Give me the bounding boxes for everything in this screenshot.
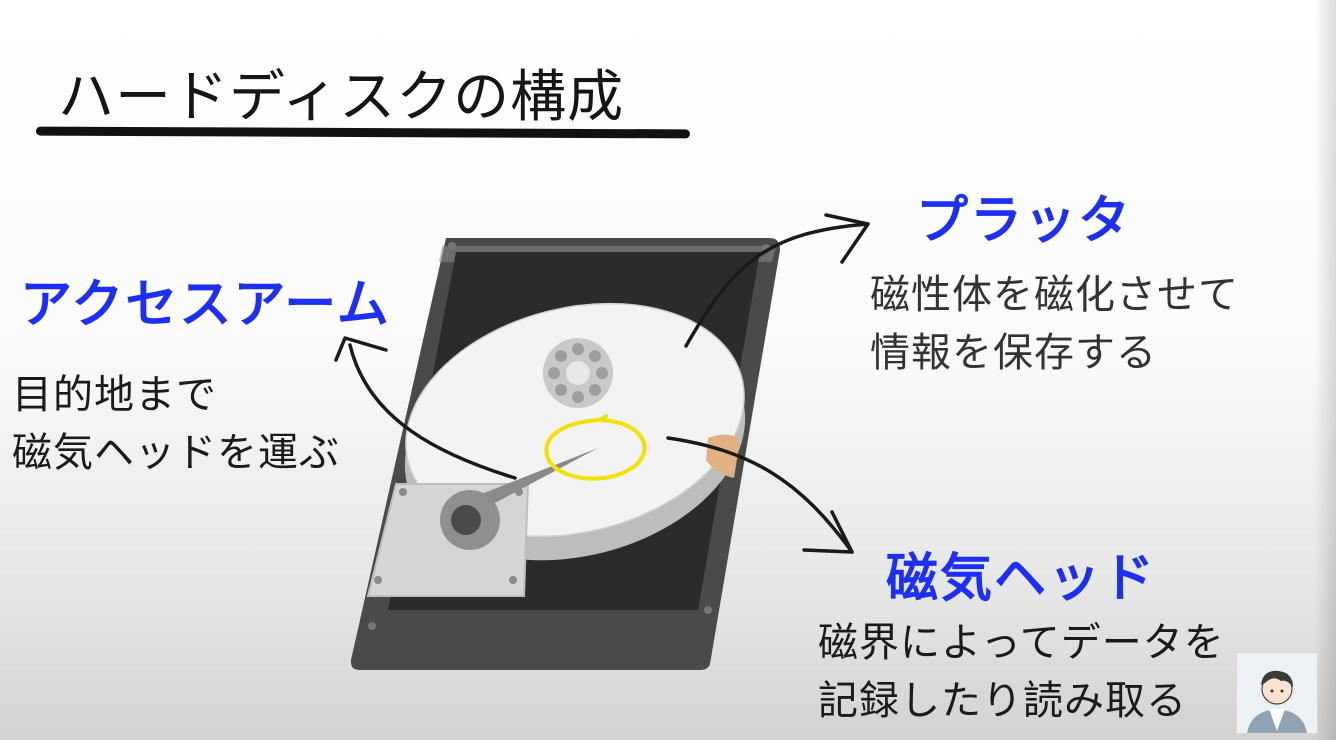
spindle-hub <box>543 338 613 408</box>
arm-description-line: 磁気ヘッドを運ぶ <box>12 430 340 476</box>
platter <box>405 302 745 538</box>
arm-description: 目的地まで 磁気ヘッドを運ぶ <box>12 366 340 482</box>
arm-description-line: 目的地まで <box>12 372 217 418</box>
platter-description: 磁性体を磁化させて 情報を保存する <box>870 266 1239 382</box>
presenter-avatar <box>1236 652 1318 734</box>
head-highlight-ring <box>544 414 647 481</box>
head-pad <box>706 434 740 478</box>
page-title: ハードディスクの構成 <box>58 65 625 130</box>
arm-label: アクセスアーム <box>20 275 391 335</box>
platter-description-line: 情報を保存する <box>870 330 1157 376</box>
platter-arrow <box>684 222 870 348</box>
access-arm <box>440 448 598 550</box>
presenter-avatar-icon <box>1237 653 1317 733</box>
platter-label: プラッタ <box>916 191 1133 251</box>
head-label: 磁気ヘッド <box>886 549 1157 609</box>
platter-description-line: 磁性体を磁化させて <box>870 272 1239 318</box>
head-description-line: 磁界によってデータを <box>818 620 1225 666</box>
arm-arrow <box>348 343 517 480</box>
head-description: 磁界によってデータを 記録したり読み取る <box>818 614 1225 730</box>
right-edge-shadow <box>1314 0 1336 740</box>
head-description-line: 記録したり読み取る <box>818 678 1187 724</box>
head-arrow <box>666 436 854 554</box>
